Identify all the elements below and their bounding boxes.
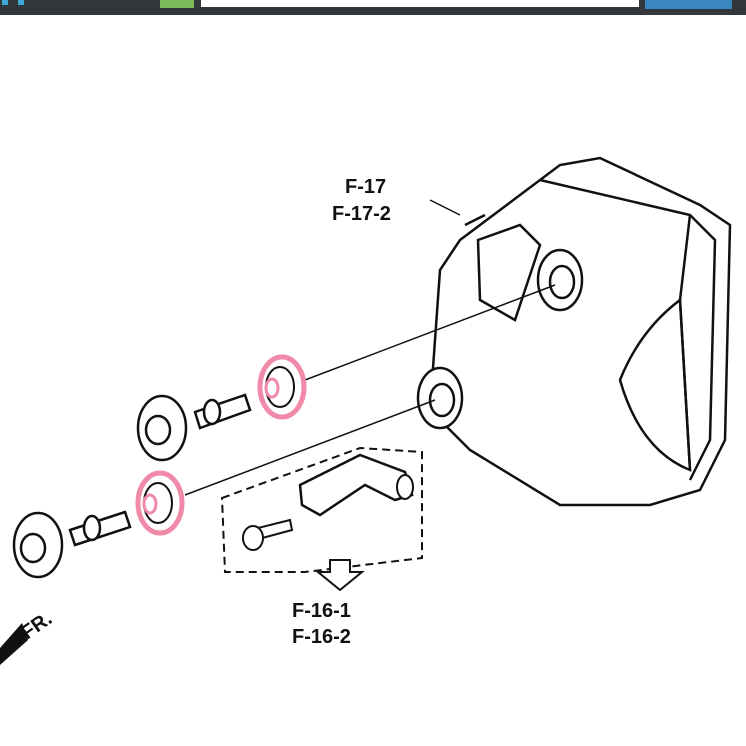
ref-label-f17[interactable]: F-17 xyxy=(345,176,386,198)
logo-icon xyxy=(0,0,30,6)
kit-box xyxy=(220,446,423,573)
ref-label-f16-2[interactable]: F-16-2 xyxy=(292,626,351,648)
bolt-upper xyxy=(136,393,252,462)
washer-lower xyxy=(135,470,185,536)
parts-diagram: FR. F-17 F-17-2 F-16-1 F-16-2 xyxy=(0,156,732,665)
front-arrow-icon xyxy=(0,623,28,665)
ref-label-f17-2[interactable]: F-17-2 xyxy=(332,203,391,225)
search-input[interactable] xyxy=(201,0,639,7)
search-button[interactable] xyxy=(645,0,732,9)
bolt-lower xyxy=(12,510,132,579)
green-button[interactable] xyxy=(160,0,194,8)
cover-housing xyxy=(416,156,732,507)
leader-lines xyxy=(184,199,556,496)
top-toolbar xyxy=(0,0,746,15)
ref-label-f16-1[interactable]: F-16-1 xyxy=(292,600,351,622)
washer-upper xyxy=(257,354,307,420)
arrow-down-icon xyxy=(315,559,365,592)
